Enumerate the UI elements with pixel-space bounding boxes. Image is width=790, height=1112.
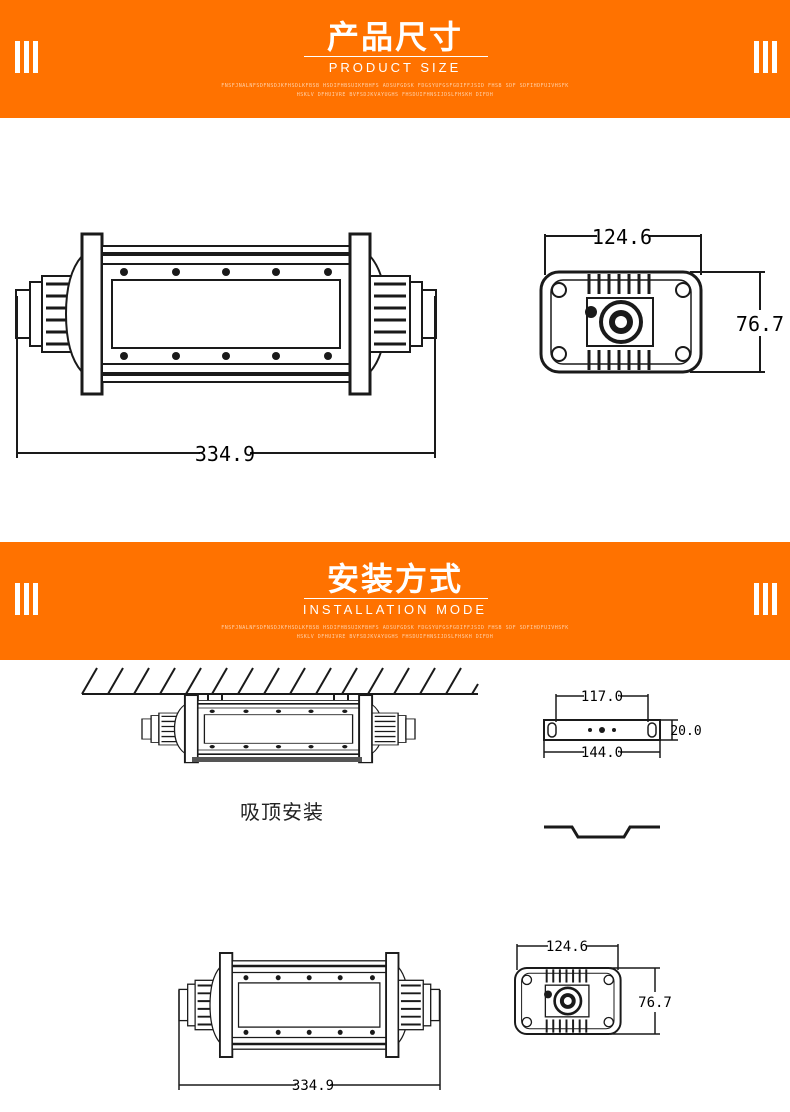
bracket-top-drawing: 117.0 144.0 20.0 [543,689,702,761]
section-title: 产品尺寸 [326,18,463,56]
length-dimension-label: 334.9 [195,442,255,466]
section-subtitle: INSTALLATION MODE [302,602,488,617]
decorative-bars-icon [15,41,38,73]
decorative-fineprint: FNSFJNALNFSDFNSDJKFHSDLKFBSB HSDIFHBSUIK… [221,625,569,640]
height-dimension-label: 76.7 [736,312,784,336]
width-dimension-label-small: 124.6 [546,939,588,955]
section-title: 安装方式 [326,560,463,598]
length-dimension-label-small: 334.9 [292,1078,334,1094]
height-dimension-label-small: 76.7 [638,995,672,1011]
title-underline [304,598,488,599]
ceiling-mount-caption: 吸顶安装 [240,800,324,824]
bracket-width-dimension-label: 20.0 [670,724,701,739]
hole-spacing-dimension-label: 117.0 [581,689,623,705]
bracket-length-dimension-label: 144.0 [581,745,623,761]
product-size-banner: 产品尺寸 PRODUCT SIZE FNSFJNALNFSDFNSDJKFHSD… [0,0,790,118]
decorative-bars-icon [754,41,777,73]
decorative-fineprint: FNSFJNALNFSDFNSDJKFHSDLKFBSB HSDIFHBSUIK… [221,83,569,98]
end-view-drawing-small: 124.6 76.7 [513,939,672,1036]
decorative-bars-icon [15,583,38,615]
end-view-drawing: 124.6 76.7 [539,225,784,374]
title-underline [304,56,488,57]
front-view-drawing-small: 334.9 [177,951,441,1094]
installation-mode-banner: 安装方式 INSTALLATION MODE FNSFJNALNFSDFNSDJ… [0,542,790,660]
front-view-drawing: 334.9 [14,232,438,466]
section-subtitle: PRODUCT SIZE [328,60,462,75]
ceiling-mount-drawing [81,667,479,764]
width-dimension-label: 124.6 [592,225,652,249]
bracket-side-profile [544,825,660,839]
decorative-bars-icon [754,583,777,615]
